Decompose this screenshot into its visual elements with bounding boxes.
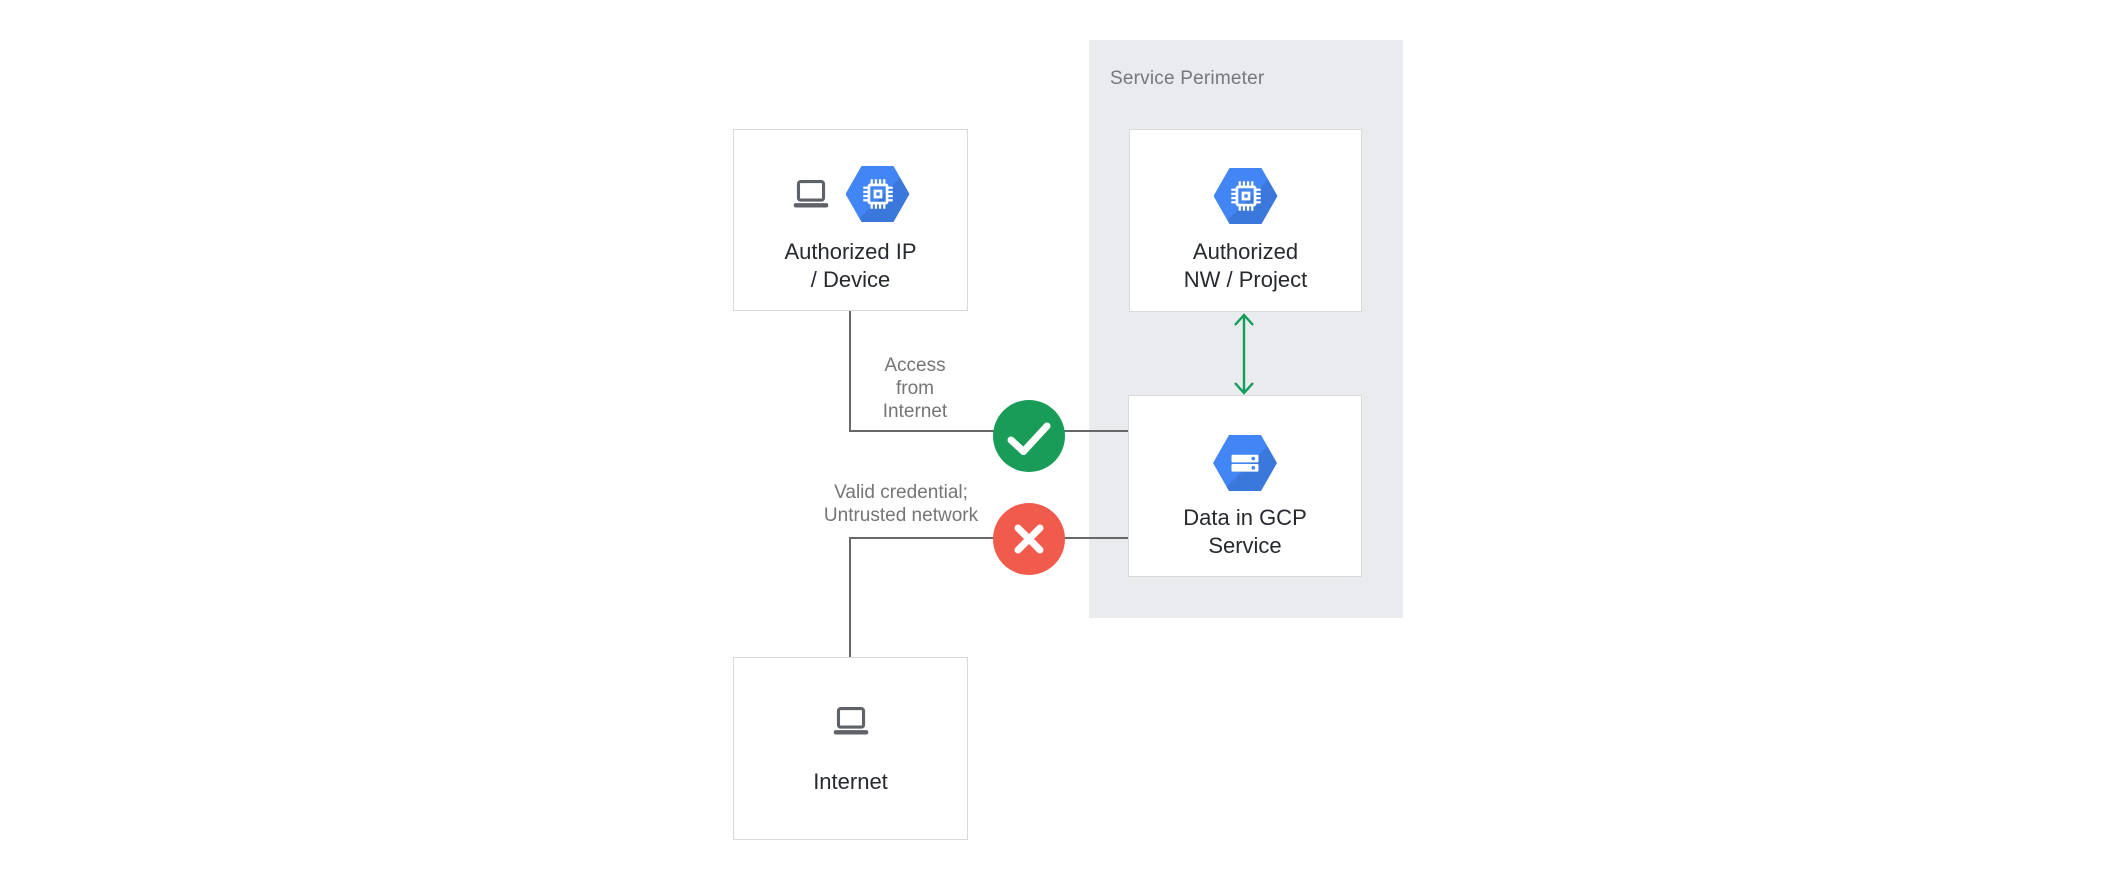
compute-engine-icon — [845, 166, 910, 222]
node-authorized-ip-device: Authorized IP / Device — [733, 129, 968, 311]
bidirectional-arrow-icon — [1234, 313, 1254, 395]
node-icon-row — [1129, 435, 1361, 491]
node-title-line: / Device — [810, 267, 891, 292]
cross-icon — [993, 503, 1065, 575]
laptop-icon — [833, 706, 868, 735]
node-title: Authorized IP / Device — [734, 238, 967, 294]
laptop-icon — [793, 179, 828, 207]
connector-internet-vertical — [849, 537, 851, 657]
connector-authorized-ip-vertical — [849, 311, 851, 430]
node-title-line: Data in GCP — [1183, 505, 1307, 530]
node-data-in-gcp-service: Data in GCP Service — [1128, 395, 1362, 577]
connector-allowed-horizontal — [849, 430, 1128, 432]
node-icon-row — [734, 166, 967, 222]
edge-label-line: from — [896, 378, 934, 399]
node-title: Authorized NW / Project — [1130, 238, 1361, 294]
node-internet: Internet — [733, 657, 968, 840]
edge-label-line: Internet — [882, 401, 948, 422]
node-authorized-nw-project: Authorized NW / Project — [1129, 129, 1362, 312]
edge-label-line: Valid credential; — [834, 482, 968, 503]
node-title-line: Service — [1208, 533, 1282, 558]
edge-label-line: Access — [884, 355, 946, 376]
check-icon — [993, 400, 1065, 472]
edge-label-line: Untrusted network — [823, 505, 979, 526]
node-icon-row — [1130, 168, 1361, 224]
node-title: Internet — [734, 768, 967, 796]
service-perimeter-label: Service Perimeter — [1110, 68, 1265, 89]
node-icon-row — [734, 706, 967, 737]
node-title-line: Internet — [813, 769, 888, 794]
connector-denied-horizontal — [849, 537, 1128, 539]
node-title: Data in GCP Service — [1129, 504, 1361, 560]
node-title-line: NW / Project — [1183, 267, 1308, 292]
cloud-storage-icon — [1213, 435, 1277, 491]
compute-engine-icon — [1213, 168, 1278, 224]
node-title-line: Authorized IP — [784, 239, 917, 264]
allowed-connection-label: Access from Internet — [843, 354, 987, 423]
denied-connection-label: Valid credential; Untrusted network — [770, 481, 1032, 527]
node-title-line: Authorized — [1192, 239, 1299, 264]
